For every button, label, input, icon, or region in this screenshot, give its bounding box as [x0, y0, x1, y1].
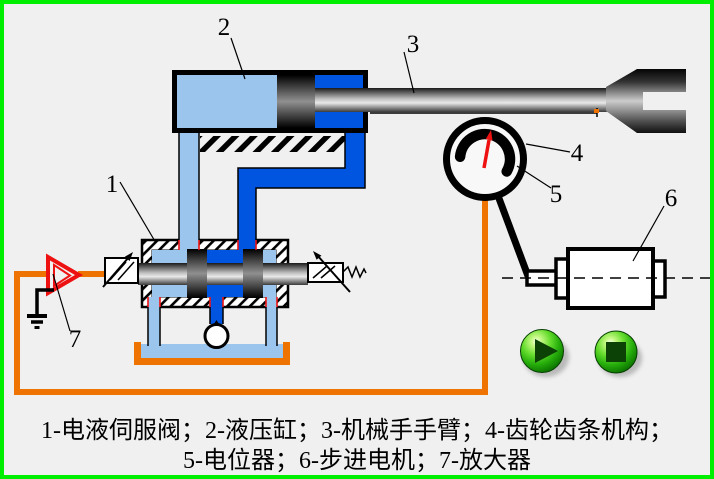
label-amplifier: 7	[69, 326, 82, 353]
servo-valve-internals	[102, 240, 367, 307]
spool-land-left	[187, 249, 207, 298]
spool-shaft	[138, 263, 308, 285]
ground-symbol	[27, 288, 54, 329]
play-button[interactable]	[520, 329, 570, 378]
solenoid-right	[307, 251, 367, 293]
manipulator-arm	[315, 88, 610, 112]
pump	[203, 320, 230, 349]
pipe-right	[237, 133, 366, 250]
play-icon	[535, 339, 558, 363]
label-arm: 3	[407, 31, 420, 58]
return-pipes	[147, 297, 278, 347]
ground-hatch	[200, 136, 346, 152]
feedback-wire	[14, 200, 488, 395]
motor-link	[493, 191, 532, 278]
pipe-left	[178, 133, 200, 250]
number-labels: 1 2 3 4 5 6 7	[69, 14, 678, 353]
caption-line-1: 1-电液伺服阀；2-液压缸；3-机械手手臂；4-齿轮齿条机构；	[41, 418, 673, 444]
amplifier-triangle	[46, 253, 83, 297]
solenoid-left	[102, 252, 139, 288]
gripper	[606, 69, 686, 133]
cylinder-chamber-left	[177, 75, 277, 128]
label-potentiometer: 5	[550, 181, 563, 208]
port-marks	[147, 240, 278, 307]
label-servo-valve: 1	[106, 171, 119, 198]
caption: 1-电液伺服阀；2-液压缸；3-机械手手臂；4-齿轮齿条机构； 5-电位器；6-…	[0, 416, 714, 476]
label-stepper-motor: 6	[665, 185, 678, 212]
spring	[342, 264, 367, 280]
spool-land-right	[243, 249, 263, 298]
amplifier	[27, 253, 83, 329]
potentiometer-gauge	[443, 117, 527, 201]
caption-line-2: 5-电位器；6-步进电机；7-放大器	[183, 448, 531, 474]
label-cylinder: 2	[218, 14, 231, 41]
label-gear-rack: 4	[571, 140, 584, 167]
gauge-arc	[454, 128, 516, 177]
stop-icon	[606, 342, 626, 362]
stop-button[interactable]	[594, 330, 642, 377]
piston	[277, 75, 315, 128]
oil-tank	[134, 342, 290, 365]
gauge-needle	[482, 139, 491, 169]
leader-lines	[52, 37, 665, 332]
